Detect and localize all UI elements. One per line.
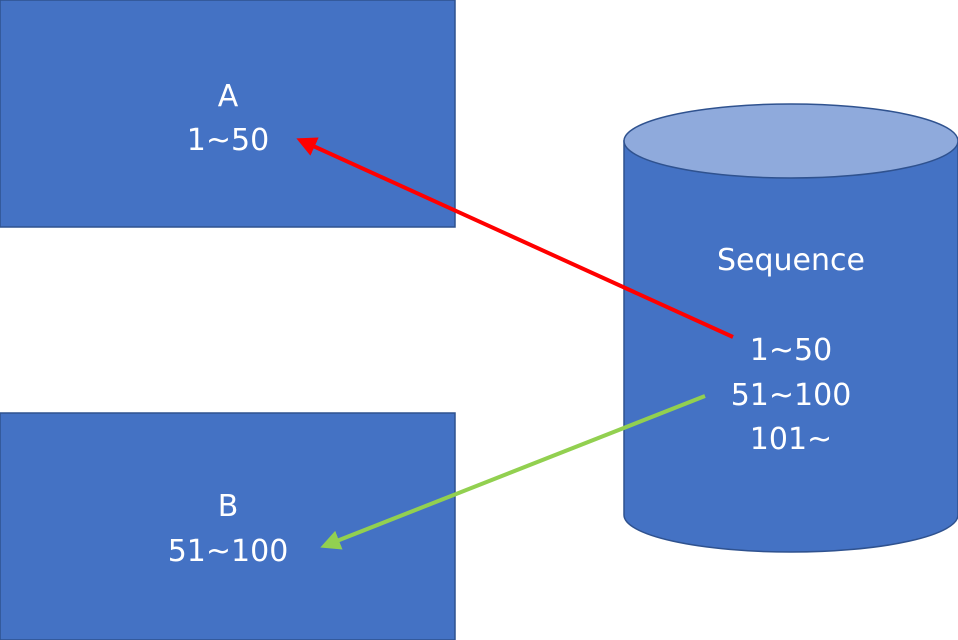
box-a-name: A <box>218 79 239 114</box>
box-a: A 1~50 <box>0 0 456 228</box>
cylinder-body <box>623 140 958 553</box>
box-a-rect <box>0 0 456 228</box>
box-b-rect <box>0 412 456 640</box>
sequence-range-3: 101~ <box>750 422 832 457</box>
box-b-name: B <box>218 489 239 524</box>
sequence-range-1: 1~50 <box>750 333 832 368</box>
cylinder-top <box>623 103 958 179</box>
box-b-range: 51~100 <box>168 534 289 569</box>
box-a-range: 1~50 <box>187 123 269 158</box>
arrow-to-b <box>320 394 706 550</box>
sequence-title: Sequence <box>717 243 865 278</box>
arrow-to-a <box>296 137 734 339</box>
sequence-cylinder: Sequence 1~50 51~100 101~ <box>623 103 958 553</box>
box-b: B 51~100 <box>0 412 456 640</box>
sequence-range-2: 51~100 <box>731 378 852 413</box>
